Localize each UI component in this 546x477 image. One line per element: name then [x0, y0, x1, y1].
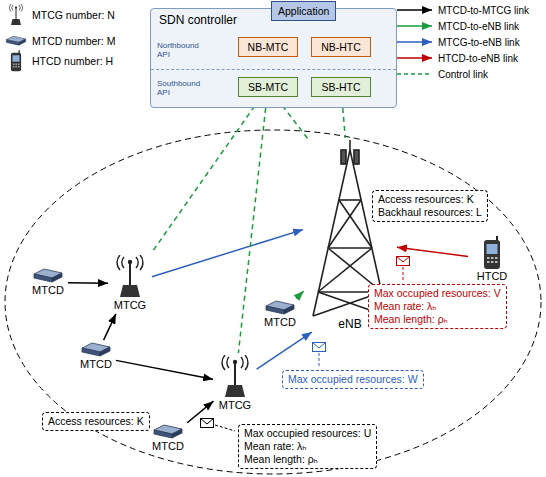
message-envelope: [201, 419, 214, 428]
node-label: eNB: [338, 318, 361, 331]
htc-traffic-callout: Max occupied resources: VMean rate: λₕMe…: [368, 284, 507, 329]
node-label: Access resources: K: [378, 193, 482, 206]
control-link: [151, 99, 260, 254]
node-label: Max occupied resources: V: [374, 287, 501, 300]
southbound-module: SB-MTC: [238, 77, 298, 97]
northbound-module: NB-HTC: [311, 37, 371, 57]
data-link: [187, 401, 213, 423]
legend-item: MTCD-to-MTCG link: [396, 4, 529, 16]
data-link: [116, 360, 213, 379]
legend-sample: [4, 4, 28, 26]
device-icon: [110, 255, 150, 299]
coverage-ellipse: [5, 130, 541, 474]
api-label: Southbound API: [157, 79, 207, 97]
device-icon: [32, 268, 64, 284]
node-label: Backhaul resources: L: [378, 206, 482, 219]
legend-item: MTCD number: M: [4, 30, 115, 52]
legend-sample: [396, 52, 434, 64]
legend-text: MTCG-to-eNB link: [438, 37, 520, 48]
legend-sample: [396, 4, 434, 16]
node-label: NB-MTC: [245, 41, 291, 53]
mtcd-device: MTCD: [30, 268, 66, 297]
legend-item: HTCD-to-eNB link: [396, 52, 518, 64]
node-label: Mean length: ρₕ: [244, 453, 371, 466]
legend-text: MTCD number: M: [32, 35, 115, 47]
node-label: Mean rate: λₕ: [244, 440, 371, 453]
legend-text: HTCD-to-eNB link: [438, 53, 518, 64]
resource-callout: Access resources: K: [42, 412, 150, 431]
legend-item: Control link: [396, 68, 488, 80]
data-link: [152, 230, 303, 277]
callout-leader: [215, 425, 235, 431]
node-label: SB-HTC: [318, 81, 364, 93]
node-label: MTCD: [32, 284, 64, 297]
api-label: Northbound API: [157, 41, 207, 59]
device-icon: [80, 342, 112, 358]
data-link: [68, 282, 108, 284]
legend-item: MTCD-to-eNB link: [396, 20, 519, 32]
legend-text: Control link: [438, 69, 488, 80]
node-label: MTCD: [80, 358, 112, 371]
legend-item: MTCG number: N: [4, 4, 115, 26]
legend-sample: [396, 20, 434, 32]
mtcg-device: MTCG: [215, 355, 255, 412]
node-label: Max occupied resources: W: [288, 373, 418, 386]
message-envelope: [397, 257, 410, 266]
resource-callout: Access resources: KBackhaul resources: L: [372, 190, 488, 222]
legend-sample: [396, 68, 434, 80]
mtcd-device: MTCD: [78, 342, 114, 371]
mtcd-device: MTCD: [262, 300, 298, 329]
legend-text: MTCG number: N: [32, 9, 115, 21]
data-link: [104, 314, 116, 340]
sdn-controller: ApplicationNB-MTC NB-HTC SB-MTC SB-HTC SDN c…: [150, 8, 397, 108]
control-link: [238, 99, 266, 353]
northbound-module: NB-MTC: [238, 37, 298, 57]
data-link: [397, 247, 468, 256]
data-link: [257, 332, 312, 369]
api-separator: [151, 69, 396, 70]
node-label: Max occupied resources: U: [244, 427, 371, 440]
mtc-traffic-callout: Max occupied resources: UMean rate: λₕMe…: [238, 424, 377, 469]
node-label: MTCG: [219, 399, 251, 412]
legend-item: MTCG-to-eNB link: [396, 36, 520, 48]
htcd-device: HTCD: [470, 236, 514, 283]
legend-text: HTCD number: H: [32, 55, 113, 67]
application-box: Application: [271, 1, 336, 21]
device-icon: [264, 300, 296, 316]
legend-text: MTCD-to-eNB link: [438, 21, 519, 32]
node-label: Mean rate: λₕ: [374, 300, 501, 313]
legend-sample: [4, 50, 28, 72]
legend-item: HTCD number: H: [4, 50, 113, 72]
device-icon: [215, 355, 255, 399]
node-label: Mean length: ρₕ: [374, 313, 501, 326]
controller-title: SDN controller: [159, 14, 237, 27]
node-label: MTCD: [264, 316, 296, 329]
legend-sample: [396, 36, 434, 48]
legend-text: MTCD-to-MTCG link: [438, 5, 529, 16]
node-label: NB-HTC: [318, 41, 364, 53]
node-label: MTCD: [152, 440, 184, 453]
device-icon: [481, 236, 503, 270]
mtcg-device: MTCG: [110, 255, 150, 312]
node-label: MTCG: [114, 299, 146, 312]
legend-sample: [4, 30, 28, 52]
callout-leader: [403, 267, 404, 281]
data-link: [296, 291, 304, 298]
node-label: SB-MTC: [245, 81, 291, 93]
node-label: Application: [278, 5, 329, 17]
callout-leader: [319, 353, 320, 367]
message-envelope: [313, 343, 326, 352]
node-label: Access resources: K: [48, 415, 144, 428]
mtcg-traffic-callout: Max occupied resources: W: [282, 370, 424, 389]
device-icon: [152, 424, 184, 440]
node-label: HTCD: [477, 270, 508, 283]
southbound-module: SB-HTC: [311, 77, 371, 97]
mtcd-device: MTCD: [150, 424, 186, 453]
